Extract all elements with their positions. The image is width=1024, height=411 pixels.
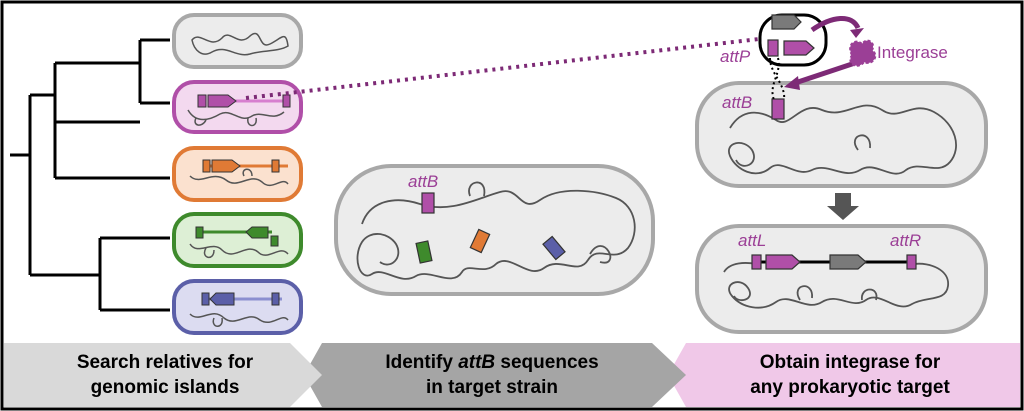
- step-banner: Search relatives for genomic islands Ide…: [4, 343, 1020, 407]
- integrase-label: Integrase: [877, 43, 948, 62]
- integrase-action-arrow: [791, 59, 859, 87]
- step-3-line-2: any prokaryotic target: [750, 377, 950, 398]
- relative-cell-magenta: [172, 80, 303, 134]
- step-2-chevron: [304, 343, 686, 407]
- relative-cell-blue: [172, 279, 303, 335]
- target-cell: attB: [334, 164, 655, 296]
- attB-site-blue: [542, 235, 566, 261]
- step-3-chevron: [668, 343, 1020, 407]
- relative-cell-green: [172, 212, 303, 268]
- step-1-line-1: Search relatives for: [77, 352, 254, 373]
- step-2-line-1: Identify attB sequences: [385, 352, 598, 373]
- attP-circular-element: attP: [720, 13, 828, 67]
- relative-cell-orange: [172, 146, 303, 202]
- attR-label: attR: [890, 231, 921, 250]
- phylogenetic-tree: [10, 38, 170, 312]
- attR-site: [906, 254, 917, 270]
- cargo-gene: [829, 254, 867, 270]
- attL-label: attL: [738, 231, 766, 250]
- attL-site: [751, 254, 762, 270]
- recipient-cell-top: attB: [695, 81, 988, 188]
- attB-site-orange: [469, 228, 491, 254]
- attB-site-green: [415, 240, 433, 264]
- attB-label-middle: attB: [408, 172, 438, 191]
- recombination-crossover: [769, 57, 786, 101]
- integrase-enzyme-icon: [849, 39, 877, 67]
- relative-cell-grey: [172, 13, 303, 69]
- step-1-chevron: [4, 343, 322, 407]
- attB-label-right: attB: [722, 93, 752, 112]
- attP-label: attP: [720, 47, 751, 66]
- expression-arrow: [810, 16, 861, 33]
- recipient-cell-integrated: attL attR: [695, 224, 988, 334]
- attB-site-magenta: [421, 192, 435, 214]
- integrase-gene: [765, 254, 801, 270]
- down-arrow-icon: [827, 193, 859, 220]
- step-2-line-2: in target strain: [426, 377, 558, 398]
- attB-site-recipient: [771, 98, 785, 120]
- step-1-line-2: genomic islands: [91, 377, 240, 398]
- integrase-action-arrowhead: [784, 76, 800, 90]
- step-3-line-1: Obtain integrase for: [760, 352, 941, 373]
- expression-arrowhead: [850, 28, 864, 38]
